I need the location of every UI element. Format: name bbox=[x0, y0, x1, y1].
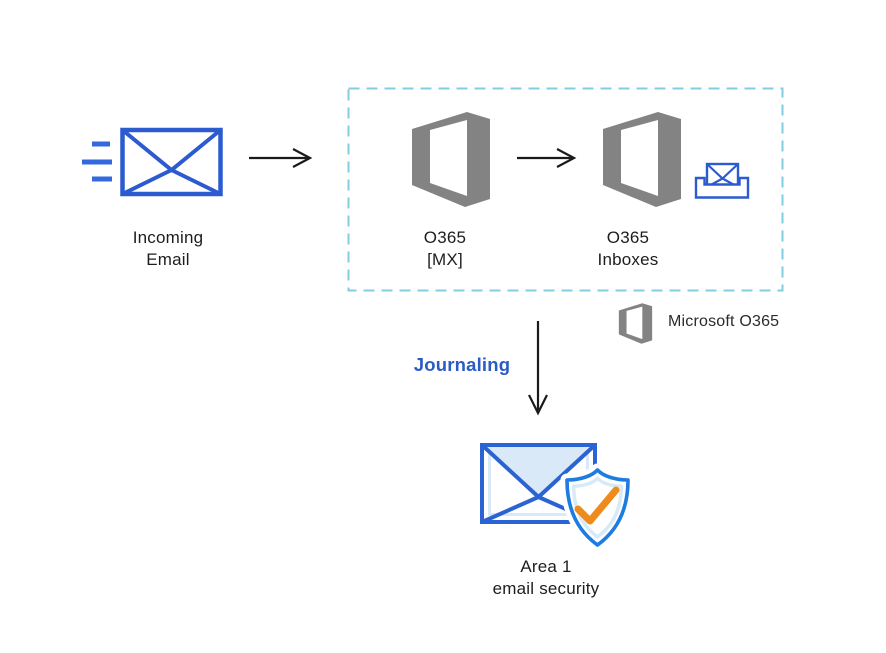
o365-mx-label-line1: O365 bbox=[423, 228, 467, 247]
area1-label: Area 1 email security bbox=[465, 556, 627, 600]
o365-logo bbox=[412, 112, 490, 207]
o365-mx-label-line2: [MX] bbox=[427, 250, 463, 269]
secure-envelope-icon bbox=[480, 443, 597, 524]
journaling-label: Journaling bbox=[413, 354, 511, 375]
area1-email-shield-icon bbox=[480, 443, 634, 550]
inbox-tray-icon bbox=[694, 162, 750, 199]
shield-check-icon bbox=[560, 463, 634, 550]
envelope-icon bbox=[120, 127, 223, 197]
o365-mx-label: O365 [MX] bbox=[385, 227, 505, 271]
arrow-down-icon bbox=[528, 321, 548, 416]
incoming-email-label: Incoming Email bbox=[103, 227, 233, 271]
o365-inboxes-label-line2: Inboxes bbox=[597, 250, 659, 269]
o365-dashed-boundary bbox=[347, 87, 784, 292]
o365-inboxes-label: O365 Inboxes bbox=[568, 227, 688, 271]
area1-label-line1: Area 1 bbox=[520, 557, 572, 576]
arrow-right-icon bbox=[517, 148, 577, 168]
office-logo-small bbox=[618, 303, 653, 344]
incoming-email-icon bbox=[82, 127, 223, 197]
arrow-right-icon bbox=[249, 148, 313, 168]
o365-inboxes-label-line1: O365 bbox=[606, 228, 650, 247]
area1-label-line2: email security bbox=[492, 579, 600, 598]
incoming-email-label-line1: Incoming bbox=[132, 228, 204, 247]
o365-logo bbox=[603, 112, 681, 207]
speed-lines-icon bbox=[82, 141, 112, 182]
incoming-email-label-line2: Email bbox=[146, 250, 190, 269]
legend-label: Microsoft O365 bbox=[668, 313, 780, 330]
